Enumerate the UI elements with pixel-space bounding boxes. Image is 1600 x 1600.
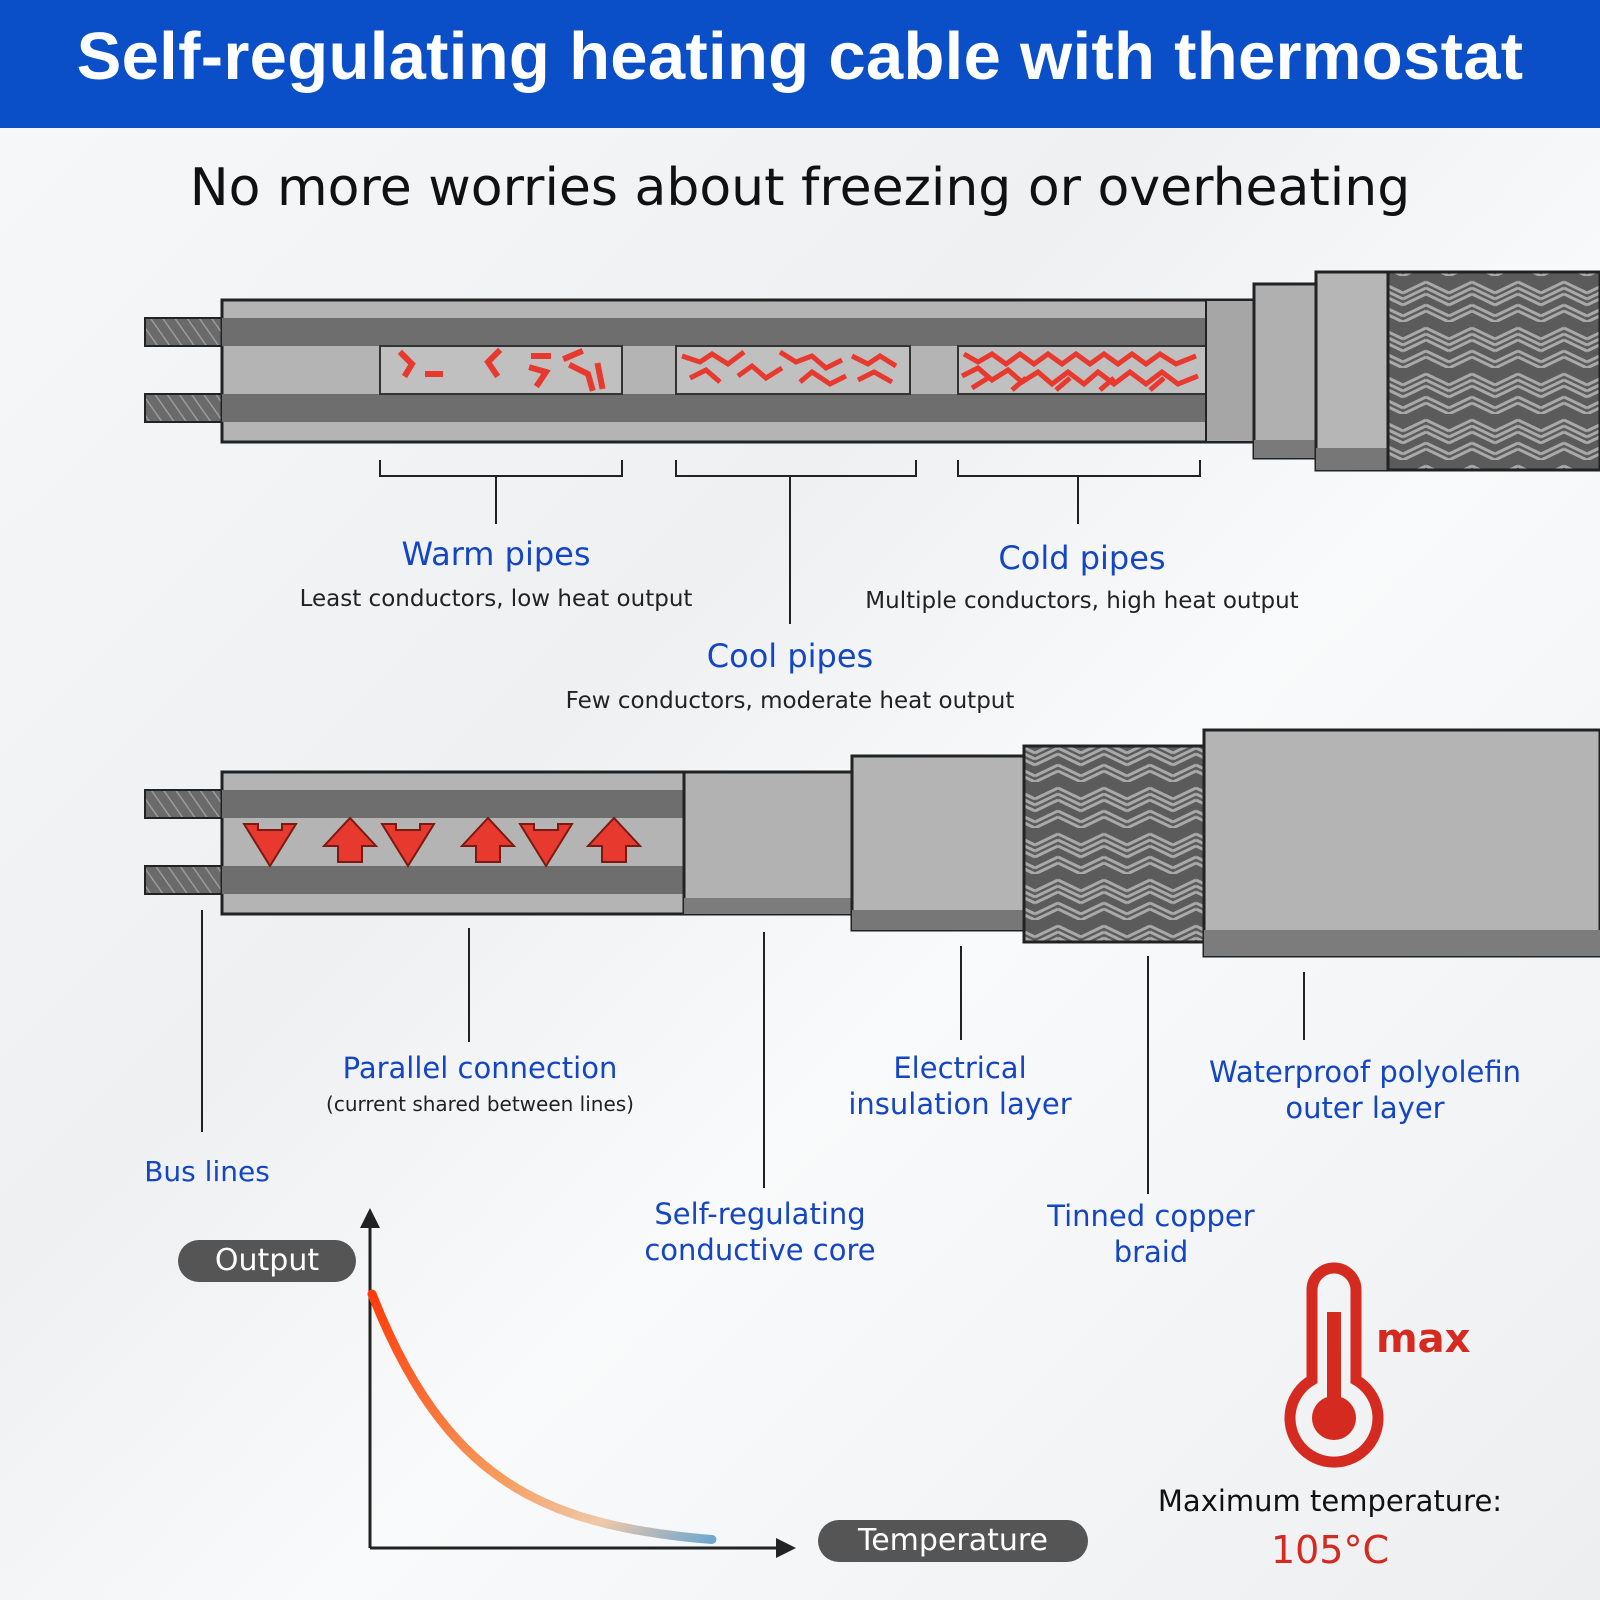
zone-cool-desc: Few conductors, moderate heat output (565, 688, 1015, 714)
label-insulation: Electrical insulation layer (848, 1051, 1072, 1122)
top-insulation-edge (1205, 299, 1257, 443)
zone-cold-core (957, 345, 1207, 395)
label-parallel-connection: Parallel connection (342, 1051, 618, 1085)
label-outer-layer: Waterproof polyolefin outer layer (1209, 1055, 1521, 1126)
label-bus-lines: Bus lines (144, 1155, 270, 1188)
outer-jacket (1202, 728, 1600, 958)
thermometer-icon (1284, 1262, 1384, 1468)
bottom-insulation-inner (682, 770, 854, 916)
bus-wire-bottom-2 (144, 865, 226, 895)
output-curve (367, 1289, 717, 1544)
label-core: Self-regulating conductive core (644, 1197, 876, 1268)
bottom-insulation-layer (850, 754, 1028, 932)
y-axis-arrow (360, 1208, 380, 1228)
bus-wire-bottom-1 (144, 789, 226, 819)
layer-callout-lines (201, 910, 1305, 1194)
conductor-sparse (397, 347, 606, 392)
zone-cool-title: Cool pipes (706, 637, 874, 675)
x-axis-arrow (776, 1538, 796, 1558)
current-arrows (242, 816, 643, 868)
zone-cold-title: Cold pipes (998, 539, 1166, 577)
page-title: Self-regulating heating cable with therm… (76, 19, 1524, 94)
label-braid: Tinned copper braid (1047, 1199, 1255, 1270)
top-sheath-ring (1314, 270, 1390, 472)
top-braid (1386, 270, 1600, 472)
zone-cold-desc: Multiple conductors, high heat output (865, 588, 1299, 614)
max-temp-value: 105°C (1270, 1528, 1390, 1572)
bus-wire-top-1 (144, 317, 226, 347)
top-bus-strip-1 (222, 318, 1206, 346)
bus-wire-top-2 (144, 393, 226, 423)
max-temp-caption: Maximum temperature: (1157, 1484, 1503, 1518)
zone-warm-desc: Least conductors, low heat output (299, 586, 693, 612)
top-bus-strip-2 (222, 394, 1206, 422)
conductor-medium (681, 349, 898, 387)
graph-y-label: Output (178, 1240, 356, 1282)
top-cable (144, 270, 1600, 472)
zone-warm-title: Warm pipes (401, 535, 591, 573)
max-label: max (1376, 1316, 1471, 1362)
graph-x-label: Temperature (818, 1520, 1088, 1562)
output-temperature-graph (360, 1208, 796, 1558)
label-parallel-note: (current shared between lines) (326, 1092, 634, 1116)
top-insulation-layer (1252, 282, 1320, 460)
page-subtitle: No more worries about freezing or overhe… (189, 158, 1411, 218)
conductor-dense (960, 350, 1199, 392)
bottom-braid (1022, 744, 1206, 944)
zone-brackets (379, 460, 1201, 624)
bottom-cable (144, 728, 1600, 958)
header-banner: Self-regulating heating cable with therm… (0, 0, 1600, 128)
